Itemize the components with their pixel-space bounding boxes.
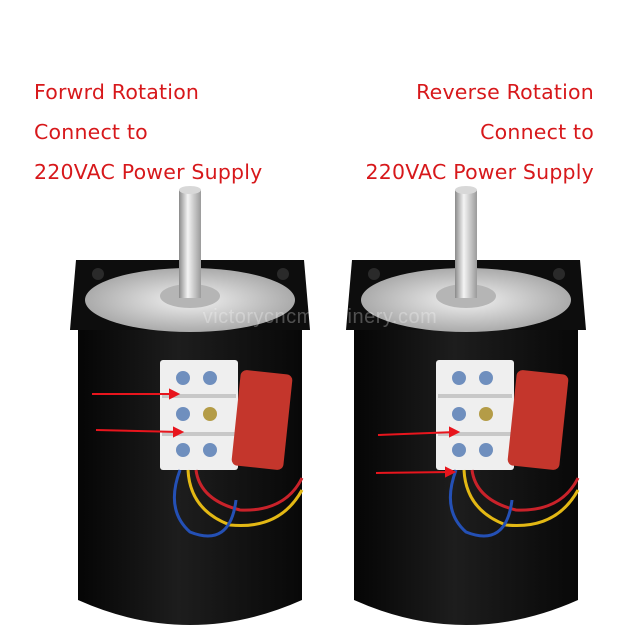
forward-rotation-caption: Forwrd Rotation Connect to 220VAC Power …: [34, 72, 263, 192]
reverse-motor-image: [316, 180, 616, 640]
capacitor: [231, 370, 293, 470]
terminal-block: [160, 360, 238, 470]
forward-motor-image: [40, 180, 340, 640]
wiring-arrows: [375, 426, 461, 478]
reverse-rotation-caption: Reverse Rotation Connect to 220VAC Power…: [366, 72, 595, 192]
caption-line-2: Connect to: [34, 120, 148, 144]
caption-line-1: Reverse Rotation: [416, 80, 594, 104]
terminal-screws: [452, 371, 493, 457]
terminal-block: [436, 360, 514, 470]
caption-line-2: Connect to: [480, 120, 594, 144]
wiring-arrows: [92, 388, 185, 438]
output-shaft: [179, 190, 201, 298]
caption-line-3: 220VAC Power Supply: [34, 160, 263, 184]
caption-line-1: Forwrd Rotation: [34, 80, 200, 104]
capacitor: [507, 370, 569, 470]
terminal-screws: [176, 371, 217, 457]
caption-line-3: 220VAC Power Supply: [365, 160, 594, 184]
watermark-text: victorycncmachinery.com: [202, 306, 438, 328]
output-shaft: [455, 190, 477, 298]
